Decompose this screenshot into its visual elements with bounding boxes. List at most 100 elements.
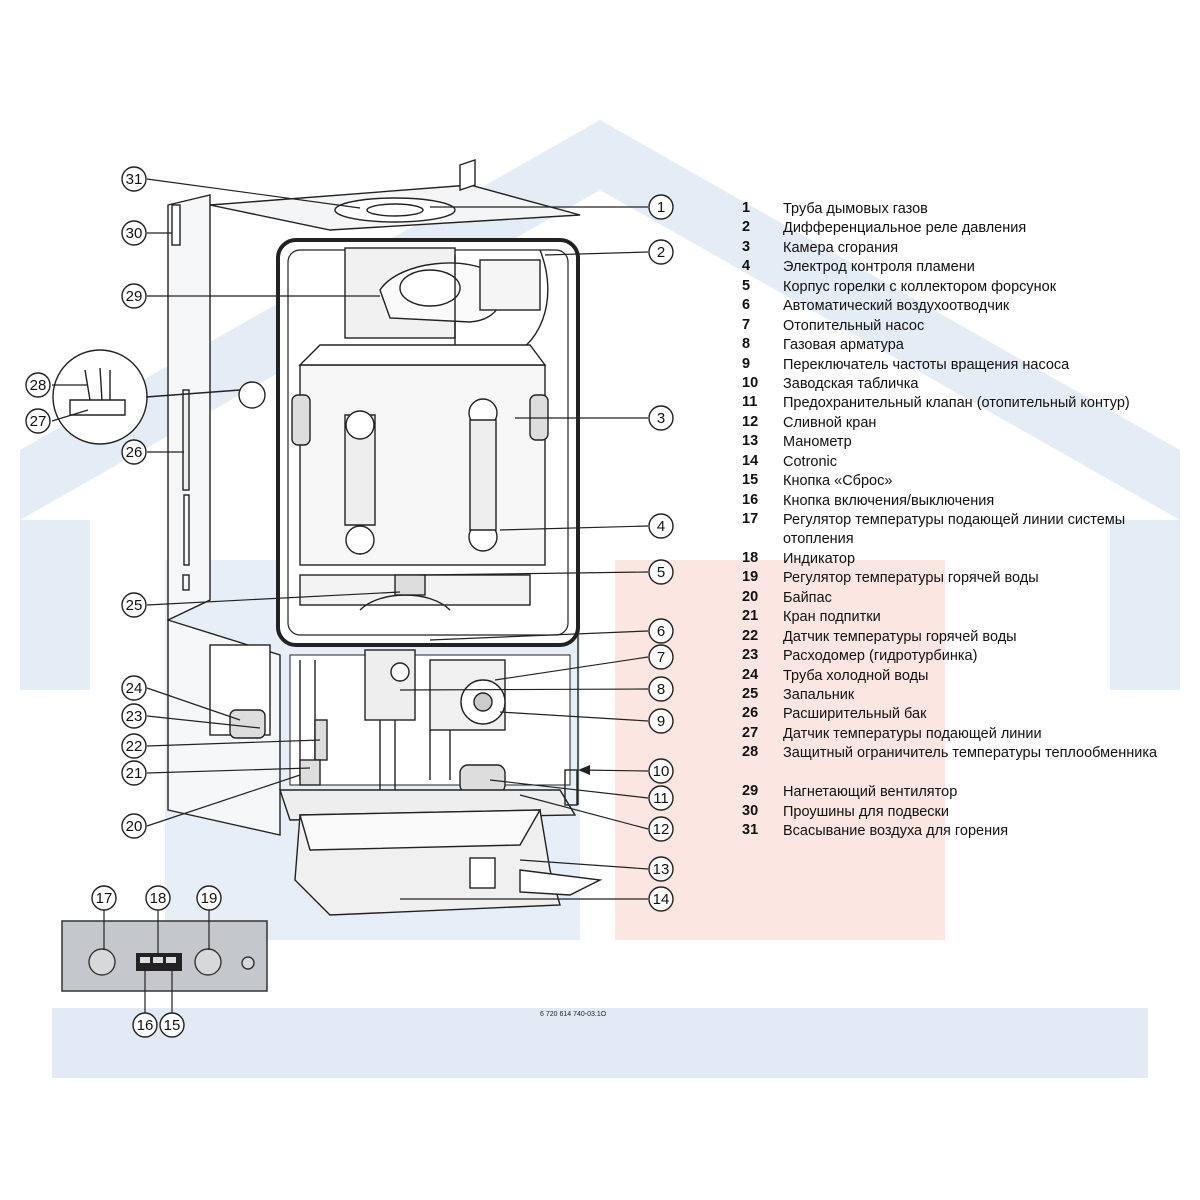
callout-1: 1: [648, 194, 674, 220]
callout-24: 24: [121, 675, 147, 701]
callout-22: 22: [121, 733, 147, 759]
callout-number: 18: [150, 890, 167, 907]
callout-27: 27: [25, 408, 51, 434]
legend-label: Предохранительный клапан (отопительный к…: [783, 395, 1130, 412]
callout-4: 4: [648, 513, 674, 539]
callout-20: 20: [121, 813, 147, 839]
legend-item: 6 Автоматический воздухоотводчик: [742, 297, 1192, 316]
legend-number: 3: [742, 238, 751, 255]
legend-label: Заводская табличка: [783, 375, 919, 392]
legend-label: Манометр: [783, 434, 852, 451]
legend-item: 22 Датчик температуры горячей воды: [742, 628, 1192, 647]
callout-31: 31: [121, 166, 147, 192]
callout-23: 23: [121, 703, 147, 729]
legend-item: 27 Датчик температуры подающей линии: [742, 725, 1192, 744]
legend-label: Регулятор температуры горячей воды: [783, 570, 1039, 587]
legend-item: 16 Кнопка включения/выключения: [742, 492, 1192, 511]
callout-17: 17: [91, 885, 117, 911]
legend-label: Индикатор: [783, 550, 856, 567]
legend-label: Переключатель частоты вращения насоса: [783, 356, 1070, 373]
legend-label: Байпас: [783, 589, 832, 606]
callout-7: 7: [648, 644, 674, 670]
callout-number: 11: [653, 790, 669, 807]
legend-number: 6: [742, 297, 751, 314]
legend-label: Автоматический воздухоотводчик: [783, 298, 1010, 315]
legend-number: 24: [742, 666, 759, 683]
callout-number: 16: [137, 1017, 154, 1034]
callout-number: 3: [657, 410, 665, 427]
legend-number: 25: [742, 685, 759, 702]
legend-number: 14: [742, 452, 759, 469]
legend-number: 17: [742, 511, 759, 527]
legend-label: Сливной кран: [783, 414, 877, 431]
legend-number: 18: [742, 549, 759, 566]
callout-number: 15: [164, 1017, 181, 1034]
legend-label: Запальник: [783, 686, 855, 703]
legend-label: Датчик температуры подающей линии: [783, 725, 1042, 742]
legend-label: Проушины для подвески: [783, 803, 949, 820]
arrow-icon: [578, 765, 590, 775]
callout-number: 1: [657, 199, 665, 216]
callout-10: 10: [648, 758, 674, 784]
legend-number: 19: [742, 569, 759, 586]
legend-number: 13: [742, 433, 759, 450]
legend-label: Газовая арматура: [783, 337, 904, 354]
legend-number: 16: [742, 491, 759, 508]
figure-code: 6 720 614 740-03.1O: [540, 1011, 607, 1018]
callout-number: 4: [657, 518, 665, 535]
legend-number: 4: [742, 258, 751, 275]
callout-number: 24: [126, 680, 143, 697]
legend-number: 15: [742, 472, 759, 489]
callout-30: 30: [121, 220, 147, 246]
callout-18: 18: [145, 885, 171, 911]
callout-number: 17: [96, 890, 113, 907]
callout-13: 13: [648, 856, 674, 882]
legend-item: 11 Предохранительный клапан (отопительный…: [742, 394, 1192, 413]
callout-number: 12: [653, 821, 670, 838]
legend-number: 22: [742, 627, 759, 644]
legend-item: 23 Расходомер (гидротурбинка): [742, 647, 1192, 666]
callout-number: 13: [653, 861, 670, 878]
legend-label: Отопительный насос: [783, 317, 925, 334]
callout-number: 28: [30, 377, 47, 394]
legend-label: Кнопка включения/выключения: [783, 492, 995, 509]
legend-label: Датчик температуры горячей воды: [783, 628, 1017, 645]
callout-29: 29: [121, 283, 147, 309]
legend-label: Расходомер (гидротурбинка): [783, 648, 978, 665]
legend-number: 7: [742, 316, 751, 333]
heating-temp-knob: [88, 948, 116, 976]
legend-number: 27: [742, 724, 759, 741]
callout-number: 8: [657, 681, 665, 698]
callout-12: 12: [648, 816, 674, 842]
callout-number: 25: [126, 597, 143, 614]
callout-number: 29: [126, 288, 143, 305]
hot-water-temp-knob: [194, 948, 222, 976]
callout-number: 22: [126, 738, 143, 755]
callout-11: 11: [648, 785, 674, 811]
legend-number: 5: [742, 277, 751, 294]
legend-number: 11: [742, 394, 758, 411]
callout-16: 16: [132, 1012, 158, 1038]
callout-number: 20: [126, 818, 143, 835]
control-panel: [61, 920, 268, 992]
legend-number: 2: [742, 219, 751, 236]
legend-number: 23: [742, 647, 759, 664]
callout-number: 30: [126, 225, 143, 242]
callout-21: 21: [121, 760, 147, 786]
leader-lines: [51, 178, 649, 1013]
